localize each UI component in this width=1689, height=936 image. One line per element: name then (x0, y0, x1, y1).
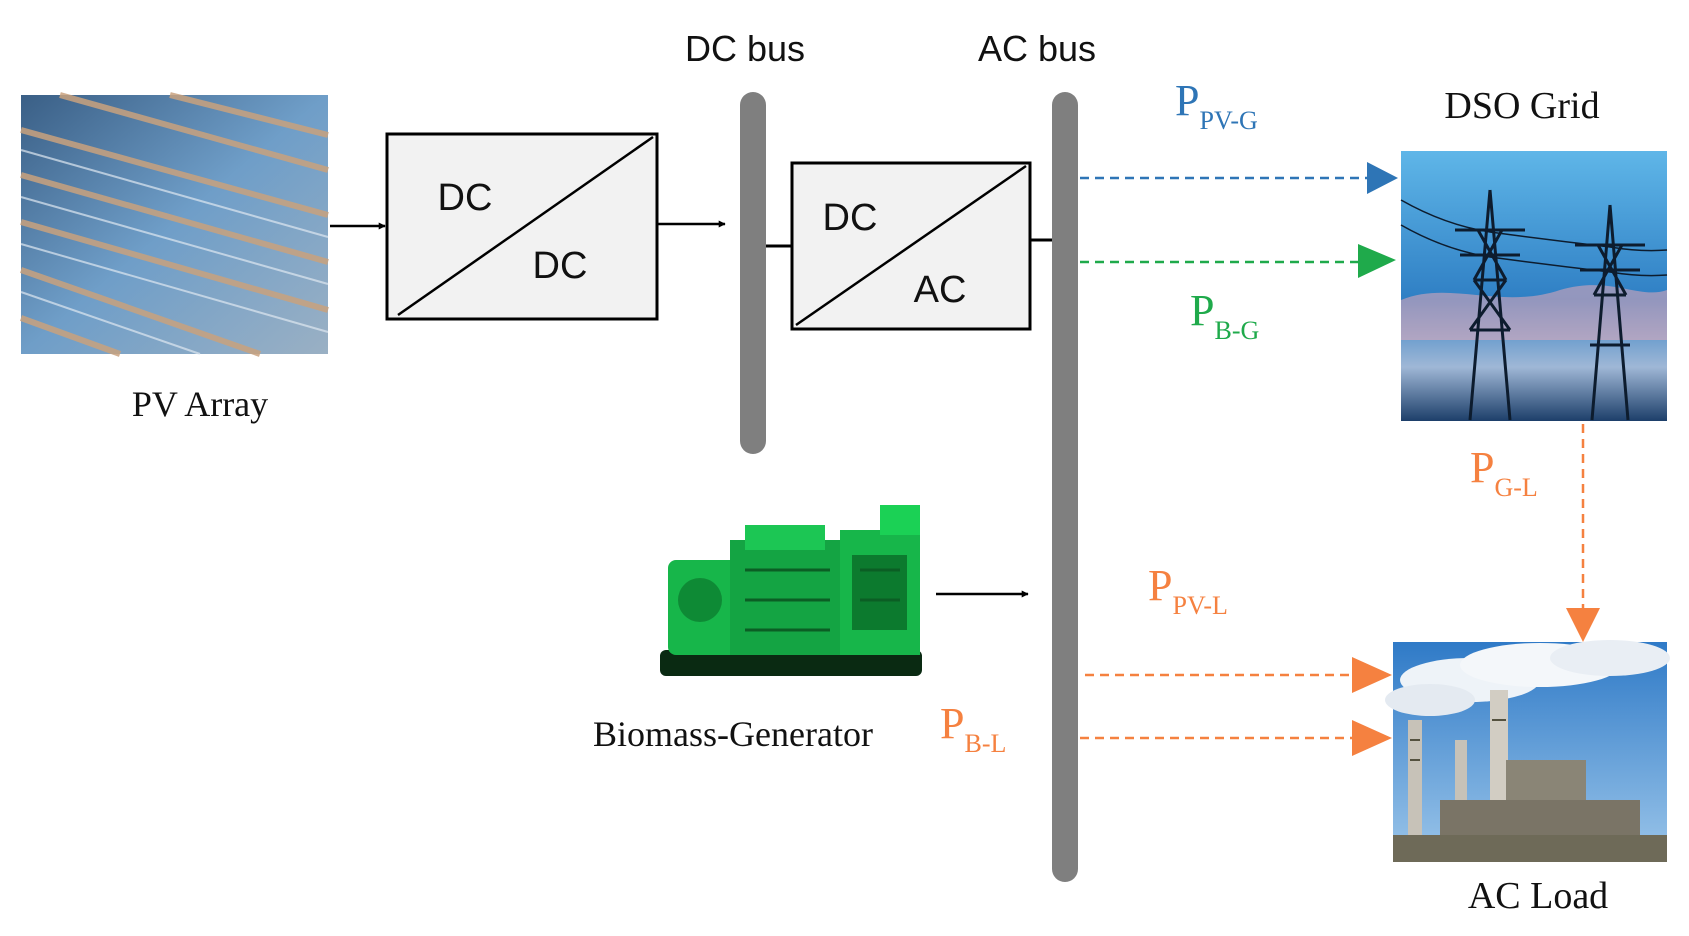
g-l-label-main: P (1470, 443, 1494, 492)
b-l-label-main: P (940, 699, 964, 748)
generator-icon (660, 505, 922, 676)
factory-chimney-icon (1385, 640, 1670, 862)
dcdc-bottom-label: DC (533, 245, 588, 287)
pv-g-label-sub: PV-G (1199, 106, 1257, 135)
pv-l-arrowhead (1352, 657, 1392, 693)
g-l-label-sub: G-L (1494, 473, 1537, 502)
b-g-label: PB-G (1190, 286, 1259, 345)
pv-l-label-main: P (1148, 561, 1172, 610)
dcdc-converter: DC DC (385, 132, 659, 321)
pv-array-label: PV Array (132, 384, 268, 424)
pv-g-arrowhead (1367, 162, 1398, 194)
b-g-label-main: P (1190, 286, 1214, 335)
dc-bus-label: DC bus (685, 28, 805, 69)
ac-bus-bar (1052, 92, 1078, 882)
dso-grid-label: DSO Grid (1444, 85, 1599, 127)
dcac-bottom-label: AC (914, 269, 967, 311)
ac-load-label: AC Load (1468, 875, 1608, 917)
ac-bus-label: AC bus (978, 28, 1096, 69)
b-l-label-sub: B-L (964, 729, 1006, 758)
g-l-arrowhead (1566, 608, 1600, 642)
biomass-generator-label: Biomass-Generator (593, 714, 873, 754)
g-l-label: PG-L (1470, 443, 1538, 502)
pv-l-label: PPV-L (1148, 561, 1228, 620)
pv-g-label: PPV-G (1175, 76, 1258, 135)
b-l-label: PB-L (940, 699, 1006, 758)
b-g-arrowhead (1358, 244, 1396, 278)
pv-l-label-sub: PV-L (1172, 591, 1227, 620)
dcdc-top-label: DC (438, 177, 493, 219)
solar-panel-field-icon (19, 92, 329, 357)
dcac-converter: DC AC (790, 161, 1032, 331)
b-l-arrowhead (1352, 720, 1392, 756)
pv-g-label-main: P (1175, 76, 1199, 125)
dcac-top-label: DC (823, 197, 878, 239)
electricity-pylon-icon (1400, 151, 1668, 421)
b-g-label-sub: B-G (1214, 316, 1259, 345)
dc-bus-bar (740, 92, 766, 454)
